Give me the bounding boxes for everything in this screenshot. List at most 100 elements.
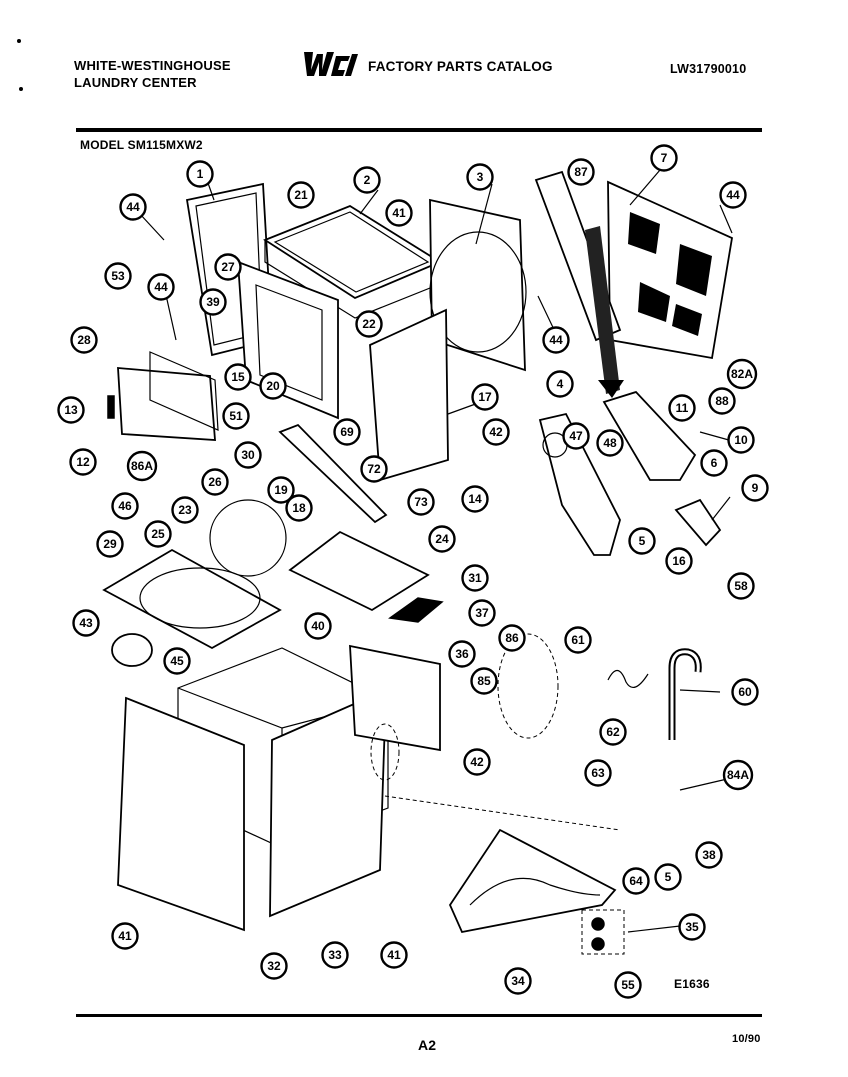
part-callout: 23: [171, 496, 199, 524]
part-callout-number: 42: [489, 425, 503, 439]
part-callout: 11: [668, 394, 696, 422]
part-callout-number: 39: [206, 295, 220, 309]
brand-name-line1: WHITE-WESTINGHOUSE: [74, 58, 231, 73]
leader-lines: [139, 169, 741, 933]
page-number: A2: [418, 1037, 437, 1053]
part-callout-number: 41: [387, 948, 401, 962]
part-callout: 44: [119, 193, 147, 221]
part-callout-number: 33: [328, 948, 342, 962]
part-callout-number: 88: [715, 394, 729, 408]
part-callout-number: 13: [64, 403, 78, 417]
part-callout-number: 14: [468, 492, 482, 506]
model-number: MODEL SM115MXW2: [80, 138, 203, 152]
part-callout-number: 37: [475, 606, 489, 620]
part-callout: 44: [542, 326, 570, 354]
part-callout-number: 47: [569, 429, 583, 443]
part-callout-number: 87: [574, 165, 588, 179]
part-callout: 86A: [126, 450, 158, 482]
scan-speck: [19, 87, 23, 91]
part-callout: 60: [731, 678, 759, 706]
part-callout-number: 9: [752, 481, 759, 495]
part-callout: 24: [428, 525, 456, 553]
part-callout-number: 63: [591, 766, 605, 780]
part-callout-number: 12: [76, 455, 90, 469]
part-callout-number: 25: [151, 527, 165, 541]
part-callout: 5: [628, 527, 656, 555]
part-callout-number: 15: [231, 370, 245, 384]
revision-date: 10/90: [732, 1033, 761, 1045]
part-callout: 35: [678, 913, 706, 941]
part-callout: 85: [470, 667, 498, 695]
part-callout-number: 48: [603, 436, 617, 450]
part-callout: 26: [201, 468, 229, 496]
part-callout-number: 44: [154, 280, 168, 294]
part-callout: 69: [333, 418, 361, 446]
part-callout: 58: [727, 572, 755, 600]
part-callout: 10: [727, 426, 755, 454]
part-callout-number: 64: [629, 874, 643, 888]
part-callout-number: 61: [571, 633, 585, 647]
part-callout: 18: [285, 494, 313, 522]
part-callout: 21: [287, 181, 315, 209]
part-callout: 6: [700, 449, 728, 477]
part-callout-number: 41: [392, 206, 406, 220]
part-callout-number: 51: [229, 409, 243, 423]
part-callout: 55: [614, 971, 642, 999]
part-callout-number: 24: [435, 532, 449, 546]
part-callout-number: 27: [221, 260, 235, 274]
part-callout: 25: [144, 520, 172, 548]
part-callout: 40: [304, 612, 332, 640]
part-callout: 37: [468, 599, 496, 627]
part-callout: 34: [504, 967, 532, 995]
footer-rule: [76, 1014, 762, 1017]
part-callout: 28: [70, 326, 98, 354]
part-callout-number: 16: [672, 554, 686, 568]
part-callout-number: 5: [665, 870, 672, 884]
part-callout-number: 44: [549, 333, 563, 347]
part-callout-number: 5: [639, 534, 646, 548]
part-callout: 63: [584, 759, 612, 787]
part-callout-number: 20: [266, 379, 280, 393]
part-callout: 16: [665, 547, 693, 575]
part-callout-number: 26: [208, 475, 222, 489]
part-callout: 17: [471, 383, 499, 411]
part-callout: 20: [259, 372, 287, 400]
part-callout: 64: [622, 867, 650, 895]
part-callout-number: 17: [478, 390, 492, 404]
catalog-title: FACTORY PARTS CATALOG: [368, 59, 553, 74]
part-callout: 5: [654, 863, 682, 891]
part-callout-number: 19: [274, 483, 288, 497]
part-callout-number: 86A: [131, 459, 153, 473]
part-callout-number: 60: [738, 685, 752, 699]
part-callout-number: 36: [455, 647, 469, 661]
part-callout-number: 6: [711, 456, 718, 470]
part-callout: 41: [385, 199, 413, 227]
part-callout: 62: [599, 718, 627, 746]
part-callout-number: 86: [505, 631, 519, 645]
brand-name-line2: LAUNDRY CENTER: [74, 75, 197, 90]
part-callout-number: 43: [79, 616, 93, 630]
part-callout: 44: [147, 273, 175, 301]
part-callout-number: 32: [267, 959, 281, 973]
part-callout: 12: [69, 448, 97, 476]
part-callout-number: 45: [170, 654, 184, 668]
part-callout: 33: [321, 941, 349, 969]
part-callout: 46: [111, 492, 139, 520]
part-callout-number: 82A: [731, 367, 753, 381]
part-callout: 30: [234, 441, 262, 469]
part-callout-number: 21: [294, 188, 308, 202]
header-rule: [76, 128, 762, 132]
part-drawings: [102, 170, 734, 955]
part-callout-number: 4: [557, 377, 564, 391]
part-callout: 72: [360, 455, 388, 483]
scan-speck: [17, 39, 21, 43]
part-callout-number: 62: [606, 725, 620, 739]
part-callout-number: 55: [621, 978, 635, 992]
part-callout: 84A: [722, 759, 754, 791]
part-callout: 45: [163, 647, 191, 675]
part-callout: 38: [695, 841, 723, 869]
part-callout: 61: [564, 626, 592, 654]
part-callout: 13: [57, 396, 85, 424]
